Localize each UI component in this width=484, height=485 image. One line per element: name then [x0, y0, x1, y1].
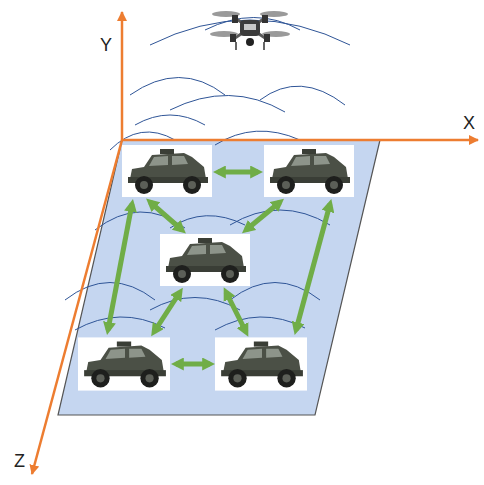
signal-arc — [75, 317, 165, 330]
signal-arc — [130, 78, 225, 96]
axis-label: Z — [14, 452, 25, 470]
y-axis — [121, 12, 124, 140]
vehicle — [160, 234, 250, 286]
vehicle — [215, 337, 307, 390]
comm-link — [218, 170, 258, 175]
axis-label: X — [463, 114, 475, 132]
signal-arc — [230, 210, 330, 225]
axes — [32, 12, 478, 474]
comm-link — [150, 202, 182, 230]
signal-arc — [150, 298, 240, 311]
signal-arc — [215, 317, 305, 330]
comm-link — [226, 292, 246, 332]
vehicle — [78, 337, 170, 390]
vehicle — [122, 145, 212, 197]
comm-link — [296, 204, 330, 330]
signal-arc — [150, 20, 350, 45]
signal-arc — [215, 131, 300, 145]
signal-arc — [260, 86, 345, 105]
comm-link — [176, 362, 210, 367]
comm-link — [108, 204, 132, 330]
x-axis — [122, 139, 478, 142]
ground-plane — [58, 140, 380, 415]
comm-link — [154, 292, 180, 332]
drone — [210, 11, 290, 50]
signal-arc — [135, 115, 205, 125]
comm-links — [108, 172, 330, 364]
signal-arc — [170, 95, 285, 112]
z-axis — [32, 140, 122, 474]
vehicle — [264, 145, 354, 197]
axis-label: Y — [100, 36, 112, 54]
comm-link — [246, 202, 280, 230]
